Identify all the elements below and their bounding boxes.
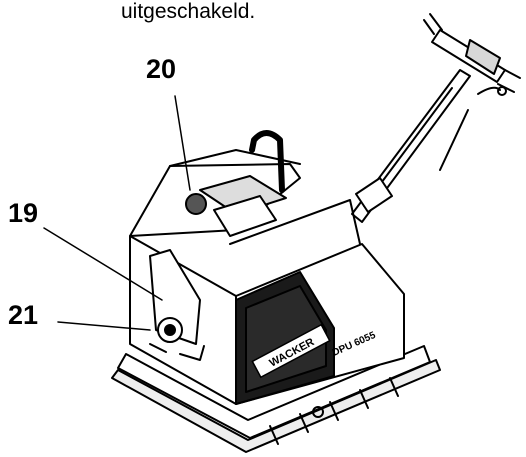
caption-text: uitgeschakeld. bbox=[121, 0, 256, 23]
callout-label-19: 19 bbox=[8, 198, 39, 228]
callout-label-20: 20 bbox=[146, 54, 177, 84]
engine-detail bbox=[149, 249, 205, 361]
base-plate bbox=[111, 345, 441, 453]
callout-label-21: 21 bbox=[8, 300, 39, 330]
leader-line-20 bbox=[174, 95, 191, 191]
brand-plate bbox=[251, 323, 331, 379]
leader-line-19 bbox=[43, 227, 163, 301]
handle-assembly bbox=[351, 13, 521, 223]
leader-line-21 bbox=[57, 321, 151, 331]
